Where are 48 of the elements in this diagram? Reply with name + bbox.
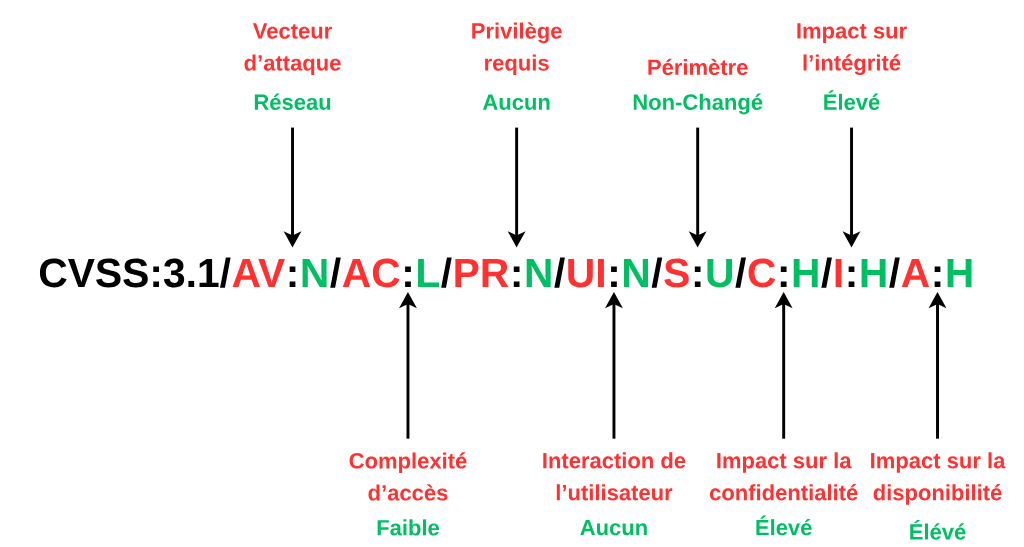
metric-value: Réseau [254, 93, 331, 110]
value-code: H [947, 258, 972, 287]
value-code: U [707, 258, 732, 288]
colon: : [289, 266, 296, 287]
metric-code: PR [455, 258, 509, 287]
value-code: H [861, 258, 886, 287]
value-code: N [526, 258, 551, 287]
metric-name: Complexité d’accès [349, 452, 467, 501]
colon: : [694, 266, 701, 287]
metric-name: Périmètre [648, 58, 748, 76]
metric-code: S [664, 258, 689, 288]
slash: / [651, 257, 663, 288]
metric-code: I [835, 258, 842, 287]
metric-name: Interaction de l’utilisateur [543, 452, 686, 501]
vector-prefix: CVSS:3.1/ [39, 257, 231, 288]
metric-name: Impact sur l’intégrité [797, 23, 907, 76]
metric-value: Élevé [756, 515, 812, 536]
metric-value: Faible [377, 519, 439, 536]
metric-code: A [901, 258, 930, 287]
slash: / [889, 257, 900, 288]
metric-value: Non-Changé [633, 93, 763, 115]
metric-name: Vecteur d’attaque [244, 23, 341, 76]
colon: : [848, 266, 855, 287]
metric-value: Élevé [824, 90, 880, 110]
slash: / [330, 257, 341, 288]
slash: / [554, 257, 565, 288]
metric-code: C [748, 258, 776, 288]
metric-value: Aucun [482, 94, 550, 110]
metric-value: Élévé [910, 519, 966, 540]
colon: : [934, 266, 941, 287]
value-code: L [418, 258, 439, 287]
slash: / [441, 257, 452, 288]
value-code: H [793, 258, 818, 287]
metric-name: Impact sur la disponibilité [871, 452, 1006, 505]
slash: / [821, 257, 832, 288]
value-code: N [302, 258, 327, 287]
colon: : [513, 266, 520, 287]
metric-value: Aucun [580, 519, 647, 536]
colon: : [611, 266, 617, 287]
metric-name: Privilège requis [472, 22, 562, 76]
value-code: N [624, 258, 648, 287]
slash: / [735, 257, 746, 288]
metric-code: AV [232, 258, 285, 287]
metric-code: AC [342, 258, 400, 288]
colon: : [405, 266, 411, 287]
metric-name: Impact sur la confidentialité [709, 452, 858, 501]
colon: : [780, 266, 787, 287]
metric-code: UI [568, 258, 604, 288]
